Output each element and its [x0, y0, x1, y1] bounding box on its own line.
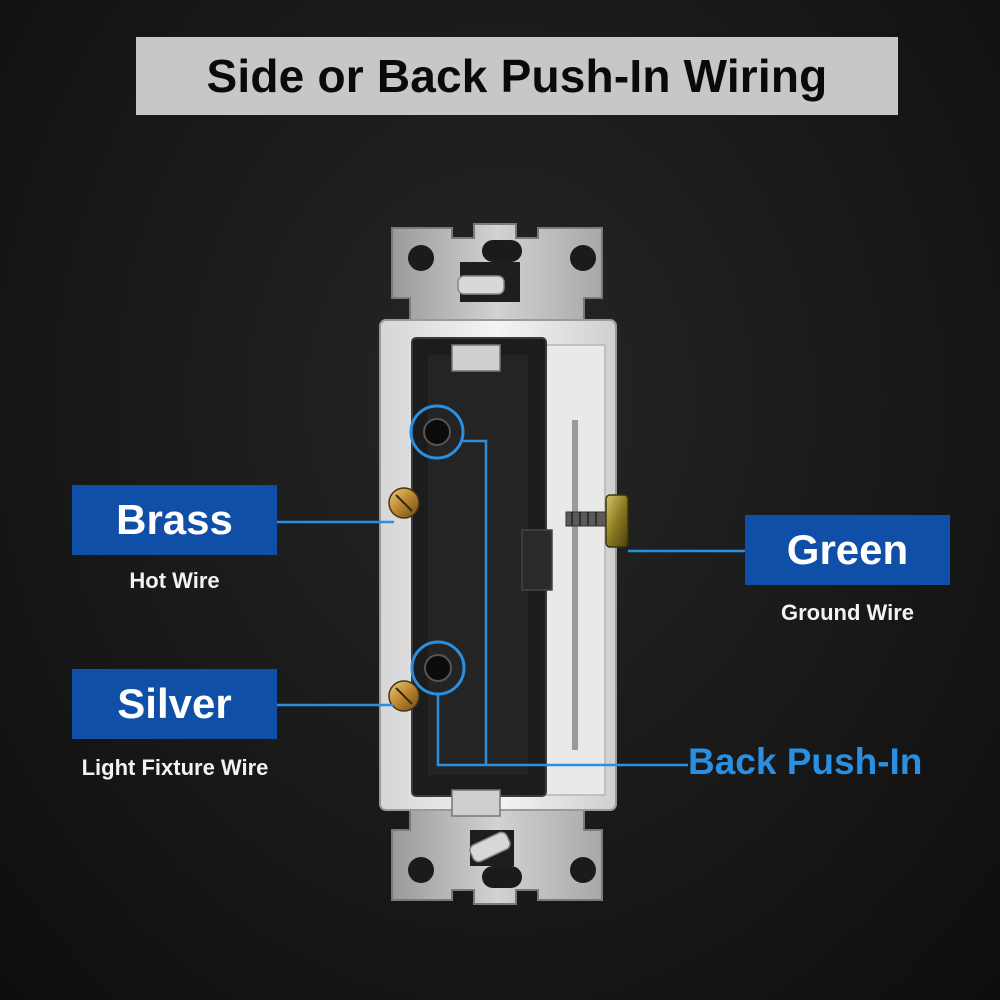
top-strap-screw-icon — [458, 262, 520, 302]
green-label: Green — [745, 515, 950, 585]
switch-body — [380, 320, 616, 816]
brass-sub-label: Hot Wire — [72, 568, 277, 594]
brass-screw-icon — [389, 488, 419, 518]
silver-label: Silver — [72, 669, 277, 739]
silver-sub-label: Light Fixture Wire — [40, 755, 310, 781]
brass-label: Brass — [72, 485, 277, 555]
green-sub-label: Ground Wire — [735, 600, 960, 626]
bottom-strap-screw-icon — [468, 830, 514, 866]
silver-screw-icon — [389, 681, 419, 711]
back-push-in-label: Back Push-In — [688, 741, 922, 783]
